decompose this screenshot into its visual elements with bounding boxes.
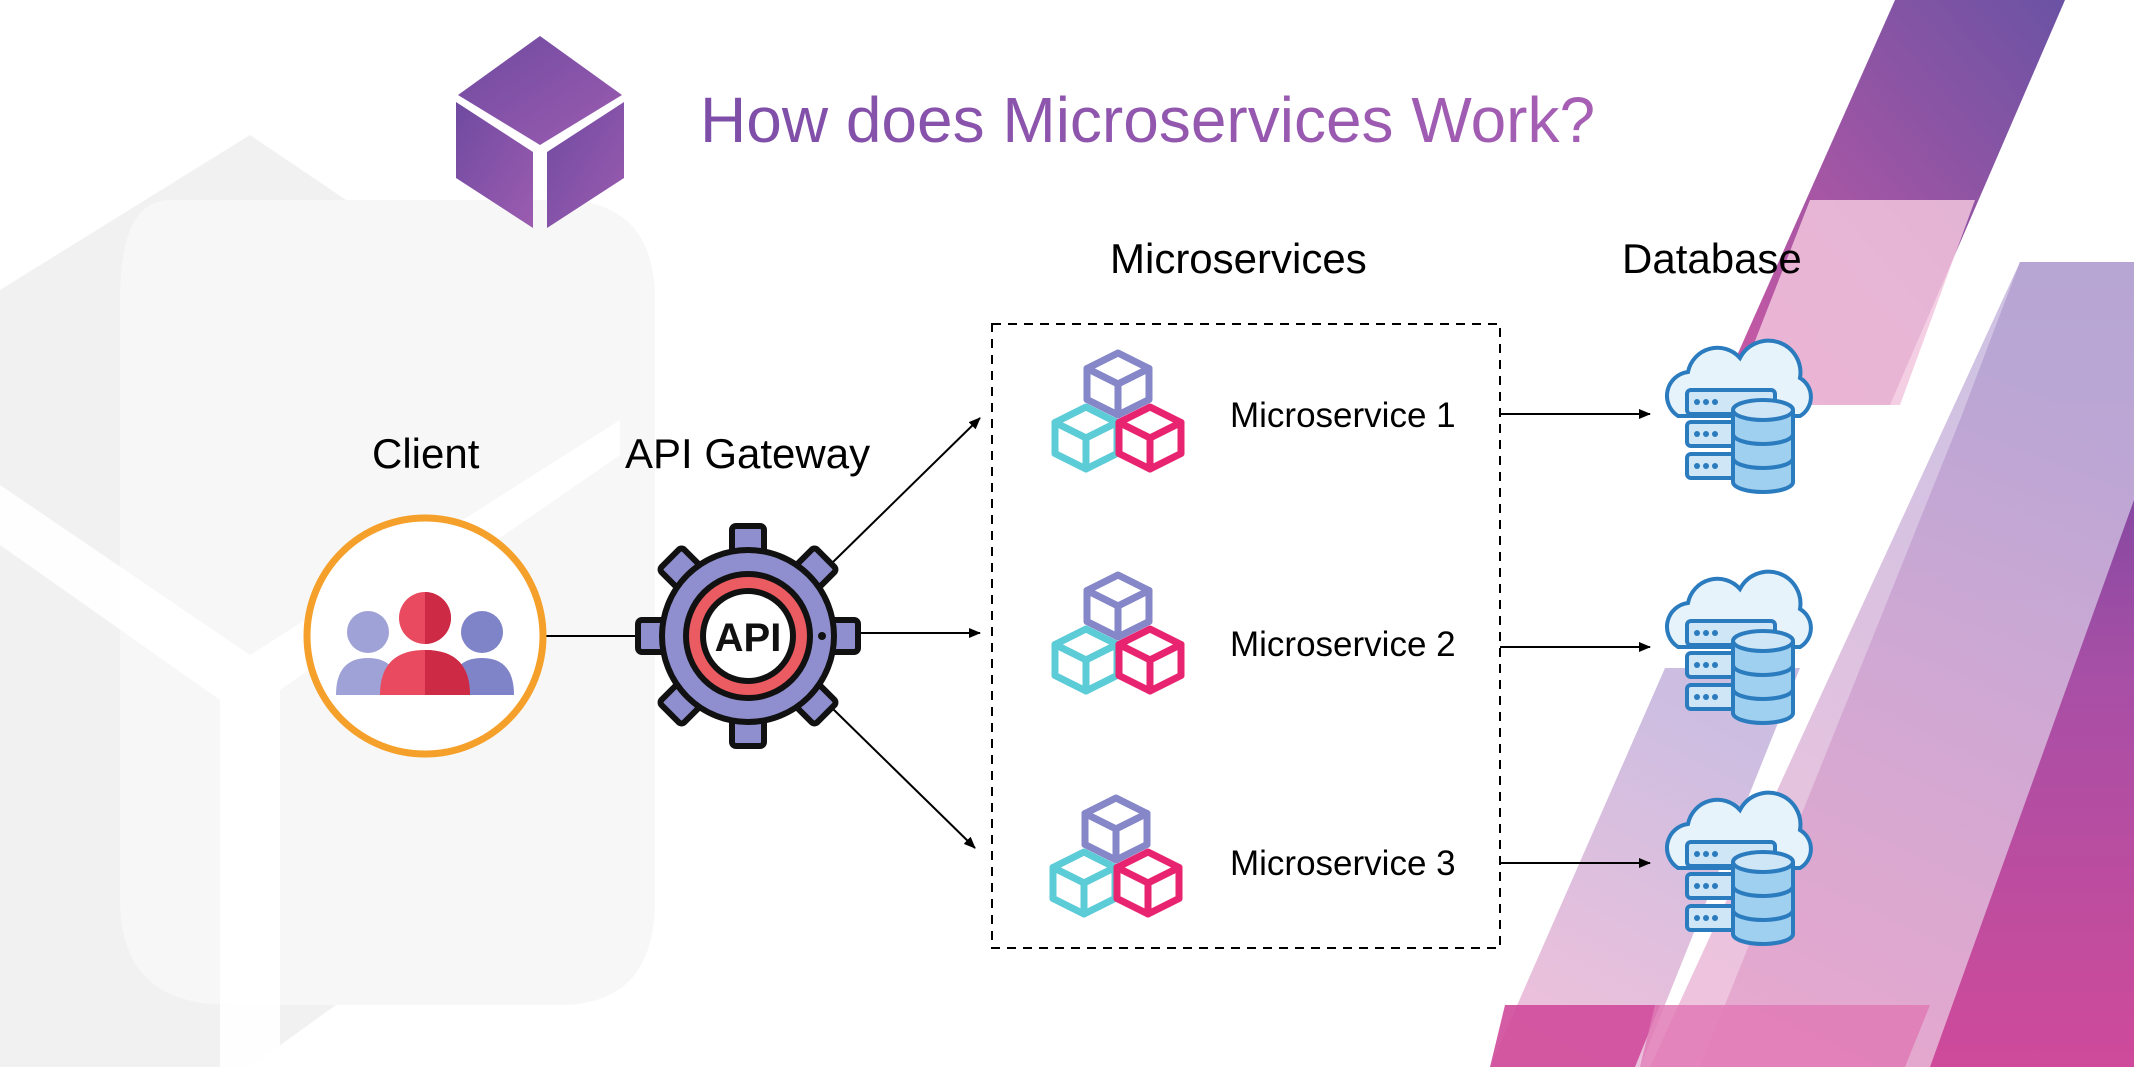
page-title: How does Microservices Work?	[700, 84, 1596, 156]
microservices-heading: Microservices	[1110, 235, 1367, 282]
database-heading: Database	[1622, 235, 1802, 282]
api-gateway-gear-icon: API	[635, 523, 861, 749]
database-server-icon-1	[1664, 338, 1813, 494]
arrow-to-service-1	[831, 417, 981, 564]
client-users-icon	[303, 514, 547, 758]
microservices-container	[991, 323, 1501, 949]
client-heading: Client	[372, 430, 480, 477]
database-server-icon-2	[1664, 569, 1813, 725]
api-icon-text: API	[715, 616, 782, 660]
cube-cluster-icon-3	[1049, 794, 1183, 918]
database-server-icon-3	[1664, 790, 1813, 946]
microservice-icons	[1049, 349, 1185, 918]
cube-logo-icon	[456, 36, 624, 228]
cube-cluster-icon-2	[1051, 571, 1185, 695]
api-gateway-heading: API Gateway	[625, 430, 871, 477]
database-icons	[1664, 338, 1813, 946]
microservice-2-label: Microservice 2	[1230, 625, 1456, 664]
arrow-to-service-3	[831, 707, 976, 849]
cube-cluster-icon-1	[1051, 349, 1185, 473]
diagonal-bands	[1490, 0, 2134, 1067]
connectors	[545, 409, 1651, 868]
microservice-3-label: Microservice 3	[1230, 844, 1456, 883]
microservice-1-label: Microservice 1	[1230, 396, 1456, 435]
